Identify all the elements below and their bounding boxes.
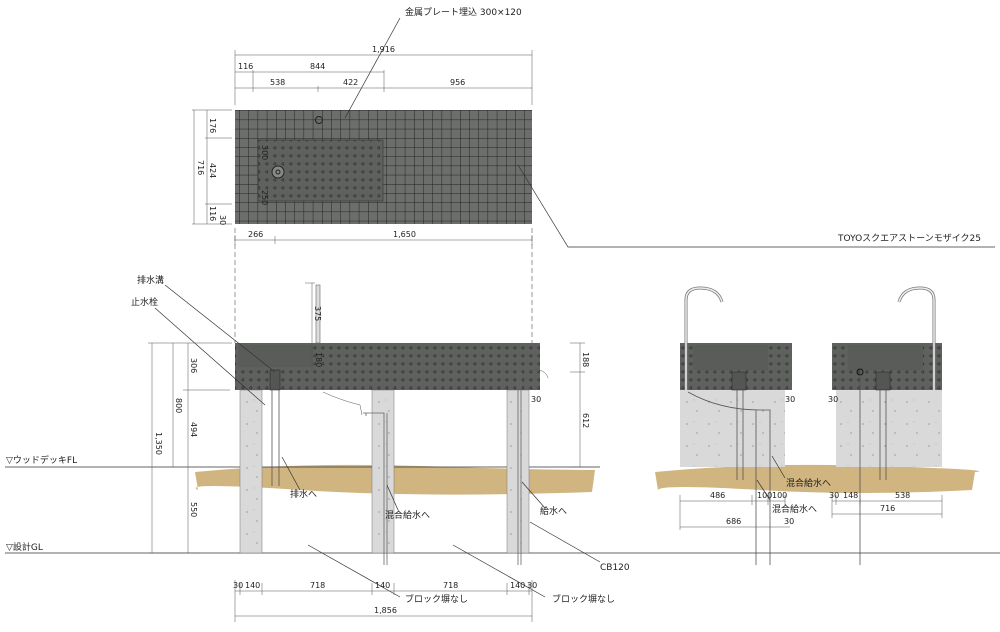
dim-text: 266 — [248, 230, 263, 239]
dim-text: 140 — [510, 581, 525, 590]
block-leg — [239, 389, 263, 554]
dim-text: 494 — [189, 422, 198, 437]
deck-fl-label: ▽ウッドデッキFL — [6, 454, 77, 466]
dim-text: 1,650 — [393, 230, 416, 239]
design-gl-label: ▽設計GL — [6, 541, 43, 553]
dim-text: 612 — [581, 413, 590, 428]
dim-text: 550 — [189, 502, 198, 517]
to-mixed-supply-label: 混合給水へ — [772, 503, 817, 515]
dim-text: 718 — [443, 581, 458, 590]
basin-section — [238, 345, 313, 367]
dim-text: 844 — [310, 62, 325, 71]
dim-text: 1,350 — [154, 432, 163, 455]
drain-pipe — [271, 390, 280, 486]
faucet-hole-icon — [315, 116, 323, 124]
dim-text: 30 — [531, 395, 541, 404]
drain-channel-label: 排水溝 — [137, 274, 164, 286]
projection-lines — [234, 228, 533, 343]
dim-text: 30 — [828, 395, 838, 404]
dim-text: 30 — [784, 517, 794, 526]
dim-text: 250 — [260, 190, 269, 205]
supply-pipe — [363, 412, 385, 565]
side-body-right — [836, 390, 942, 467]
plan-view: 300 250 金属プレート埋込 300×120 TOYOスクエアストーンモザイ… — [192, 6, 995, 343]
dim-text: 300 — [260, 145, 269, 160]
dim-text: 486 — [710, 491, 725, 500]
plate-note: 金属プレート埋込 300×120 — [405, 6, 522, 18]
material-leader — [517, 164, 995, 248]
dim-text: 30 — [527, 581, 537, 590]
soil-band — [655, 464, 980, 493]
stop-valve-label: 止水栓 — [131, 296, 158, 308]
to-mixed-supply-label: 混合給水へ — [385, 509, 430, 521]
dim-text: 180 — [314, 352, 323, 367]
dim-text: 30 — [785, 395, 795, 404]
dim-text: 176 — [208, 118, 217, 133]
dim-text: 30 — [829, 491, 839, 500]
dim-text: 306 — [189, 358, 198, 373]
drain-pipe — [736, 390, 744, 480]
dim-text: 30 — [218, 215, 227, 225]
drain-icon — [271, 165, 285, 179]
pipes — [859, 375, 887, 565]
dim-text: 30 — [233, 581, 243, 590]
block-leg — [371, 389, 395, 554]
to-supply-label: 給水へ — [540, 505, 567, 517]
dim-text: 188 — [581, 352, 590, 367]
no-block-wall-label: ブロック塀なし — [405, 593, 468, 605]
dim-text: 718 — [310, 581, 325, 590]
dim-text: 375 — [313, 306, 322, 321]
faucet-icon — [315, 284, 321, 344]
dim-text: 100 — [772, 491, 787, 500]
dim-text: 422 — [343, 78, 358, 87]
front-elevation: ▽ウッドデッキFL ▽設計GL 排水溝 止水栓 排水へ 混合給水へ 給水へ CB… — [5, 274, 1000, 622]
supply-pipe — [687, 391, 771, 565]
side-body-left — [680, 390, 785, 467]
stop-valve-icon — [529, 369, 549, 379]
dim-text: 716 — [880, 504, 895, 513]
supply-hose — [322, 391, 363, 416]
plate-leader — [344, 17, 401, 119]
dim-text: 116 — [238, 62, 253, 71]
drain-trap — [269, 369, 281, 391]
dim-text: 538 — [895, 491, 910, 500]
dim-text: 424 — [208, 163, 217, 178]
dim-text: 538 — [270, 78, 285, 87]
dim-text: 716 — [196, 160, 205, 175]
dim-text: 140 — [375, 581, 390, 590]
dim-text: 1,916 — [372, 45, 395, 54]
side-views: 30 混合給水へ 混合給水へ 486 100 100 686 30 30 30 … — [655, 286, 980, 565]
no-block-wall-label: ブロック塀なし — [552, 593, 615, 605]
cb-label: CB120 — [600, 563, 630, 573]
dim-text: 956 — [450, 78, 465, 87]
dim-text: 116 — [208, 206, 217, 221]
material-note: TOYOスクエアストーンモザイク25 — [837, 233, 981, 244]
soil-band — [195, 464, 595, 495]
to-mixed-supply-label: 混合給水へ — [786, 477, 831, 489]
water-pipe — [517, 372, 522, 565]
dim-text: 100 — [757, 491, 772, 500]
dim-text: 1,856 — [374, 606, 397, 615]
dim-text: 148 — [843, 491, 858, 500]
dim-text: 800 — [174, 398, 183, 413]
dim-text: 140 — [245, 581, 260, 590]
to-drain-label: 排水へ — [290, 488, 317, 500]
dim-text: 686 — [726, 517, 741, 526]
